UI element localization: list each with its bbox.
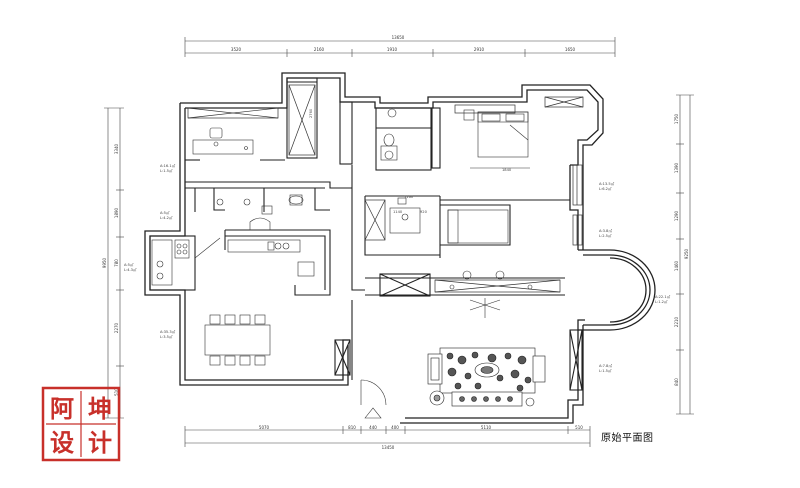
room-label: A:7.8㎡ [599,363,612,368]
interior-walls [149,77,583,391]
dim-bottom-6: 510 [575,425,583,430]
room-label: L:4.3㎡ [124,267,137,272]
room-label: L:4.2㎡ [160,215,173,220]
dim-top-3: 1910 [387,47,398,52]
room-label: A:16.1㎡ [160,163,176,168]
toilet [249,217,271,231]
dim-top-2: 2160 [314,47,325,52]
dim-left-2: 1890 [114,207,119,218]
room-label: A:22.1㎡ [655,294,671,299]
dim-bottom-2: 810 [348,425,356,430]
dimension-lines [104,37,694,447]
dim-top-5: 1650 [565,47,576,52]
dim-right-4: 1460 [674,260,679,271]
seal-char: 计 [88,429,112,457]
dim-right-total: 9250 [684,248,689,259]
seal-logo: 阿 坤 设 计 [41,386,121,462]
room-label: L:1.5㎡ [160,168,173,173]
plan-caption: 原始平面图 [601,433,654,444]
room-label: L:2.5㎡ [599,233,612,238]
master-bed [477,111,529,158]
room-label: A:3.8㎡ [599,228,612,233]
dim-left-4: 2270 [114,322,119,333]
armchair-left [427,353,443,385]
room-label: A:5㎡ [160,210,170,215]
interior-dim: 1140 [393,210,403,214]
interior-dim: 1160 [404,195,414,199]
dimension-texts: 13650 3520 2160 1910 2910 1650 5070 810 … [102,35,689,450]
dim-bottom-total: 13450 [382,445,395,450]
dim-bottom-5: 5110 [481,425,492,430]
dim-right-3: 1290 [674,210,679,221]
living-room-sofa-set [427,347,546,407]
windows [187,84,584,293]
dim-bottom-4: 400 [391,425,399,430]
interior-dim: 920 [420,210,428,214]
room-label: L:3.5㎡ [160,334,173,339]
seal-char: 阿 [50,395,74,423]
room-label: A:35.3㎡ [160,329,176,334]
interior-dim: 1840 [502,168,512,172]
room-label: A:5㎡ [124,262,134,267]
room-label: A:13.5㎡ [599,181,615,186]
dim-top-total: 13650 [392,35,405,40]
dim-top-4: 2910 [474,47,485,52]
room-label: L:1.5㎡ [599,368,612,373]
dim-right-1: 1750 [674,113,679,124]
dining-table [204,324,271,356]
interior-dim: 2760 [309,108,313,118]
dining-chairs [209,314,266,366]
dim-bottom-1: 5070 [259,425,270,430]
dim-right-6: 840 [674,378,679,386]
seal-char: 坤 [88,395,112,423]
dim-bottom-3: 440 [369,425,377,430]
dim-top-1: 3520 [231,47,242,52]
room-labels: A:16.1㎡ L:1.5㎡ A:5㎡ L:4.2㎡ A:5㎡ L:4.3㎡ A… [124,108,671,373]
dim-right-5: 2210 [674,316,679,327]
room-label: L:1.2㎡ [655,299,668,304]
sink [288,195,304,205]
dim-left-total: 9950 [102,257,107,268]
room-label: L:6.2㎡ [599,186,612,191]
counter [192,139,254,155]
armchair-right [532,355,546,383]
second-bed [447,209,509,244]
dim-left-1: 3340 [114,143,119,154]
dim-left-5: 510 [114,388,119,396]
dim-right-2: 1390 [674,162,679,173]
furniture [151,108,533,419]
seal-char: 设 [50,429,74,457]
dim-left-3: 780 [114,259,119,267]
